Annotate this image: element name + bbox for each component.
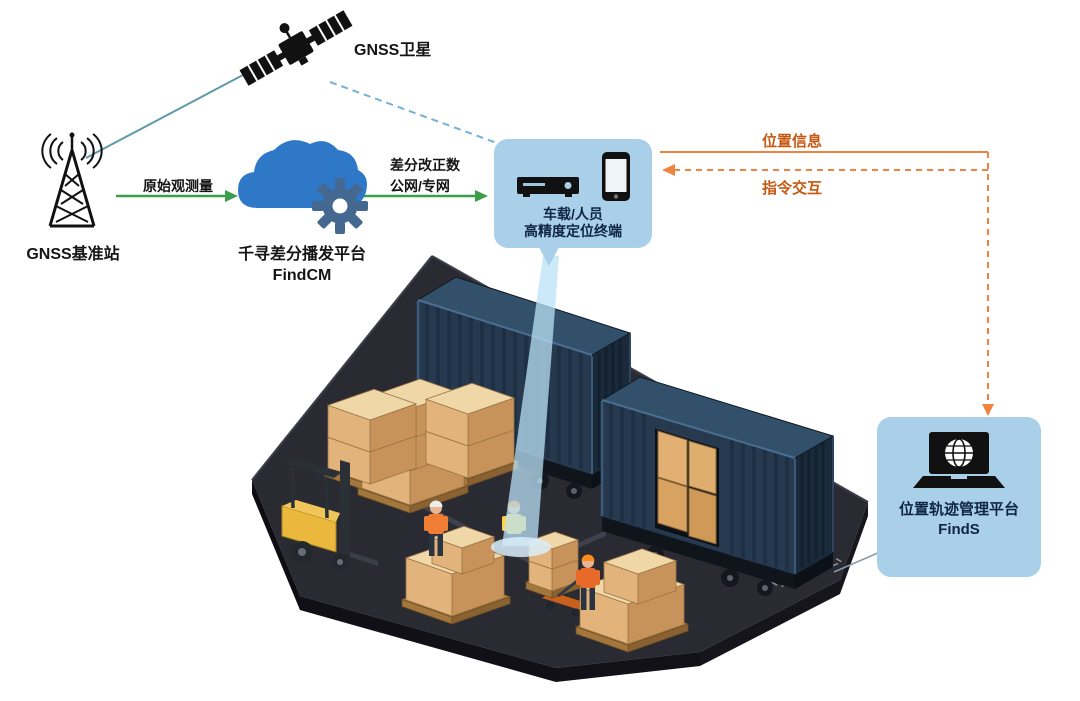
flow-corrections-arrow	[362, 190, 488, 202]
shipping-container-2	[600, 376, 835, 596]
cloud-platform-title: 千寻差分播发平台	[237, 246, 366, 263]
pallet-box-stacks-bottom	[400, 525, 690, 653]
terminal-title: 车载/人员	[543, 206, 603, 222]
link-satellite-to-base	[85, 65, 261, 159]
platform-title: 位置轨迹管理平台	[898, 501, 1019, 518]
terminal-subtitle: 高精度定位终端	[524, 223, 622, 239]
base-station-label: GNSS基准站	[26, 246, 120, 263]
smartphone-icon	[602, 152, 630, 201]
forklift	[281, 458, 378, 570]
positioning-beam	[502, 256, 559, 546]
flow-raw-arrow	[116, 190, 238, 202]
platform-subtitle: FindS	[938, 521, 980, 538]
terminal-node: 车载/人员 高精度定位终端	[494, 139, 652, 248]
cloud-platform-subtitle: FindCM	[272, 267, 332, 284]
satellite-label: GNSS卫星	[354, 42, 432, 59]
gnss-satellite-icon	[239, 10, 353, 86]
cloud-gear-icon	[238, 140, 368, 234]
laptop-globe-icon	[913, 432, 1005, 488]
container-open-door	[655, 428, 719, 548]
flow-command-label: 指令交互	[761, 180, 822, 197]
finds-callout-line	[833, 551, 881, 573]
gear-icon	[312, 178, 368, 234]
cloud-platform-label: 千寻差分播发平台 FindCM	[213, 244, 391, 286]
flow-corrections-label: 差分改正数 公网/专网	[390, 157, 460, 194]
radio-tower-icon	[41, 132, 103, 228]
flow-raw-label: 原始观测量	[143, 178, 213, 194]
flow-position-link	[660, 151, 994, 416]
flow-command-link	[662, 164, 988, 176]
receiver-box-icon	[517, 177, 579, 197]
management-platform-node: 位置轨迹管理平台 FindS	[877, 417, 1041, 577]
beam-glow	[491, 537, 551, 557]
flow-position-label: 位置信息	[761, 133, 822, 150]
